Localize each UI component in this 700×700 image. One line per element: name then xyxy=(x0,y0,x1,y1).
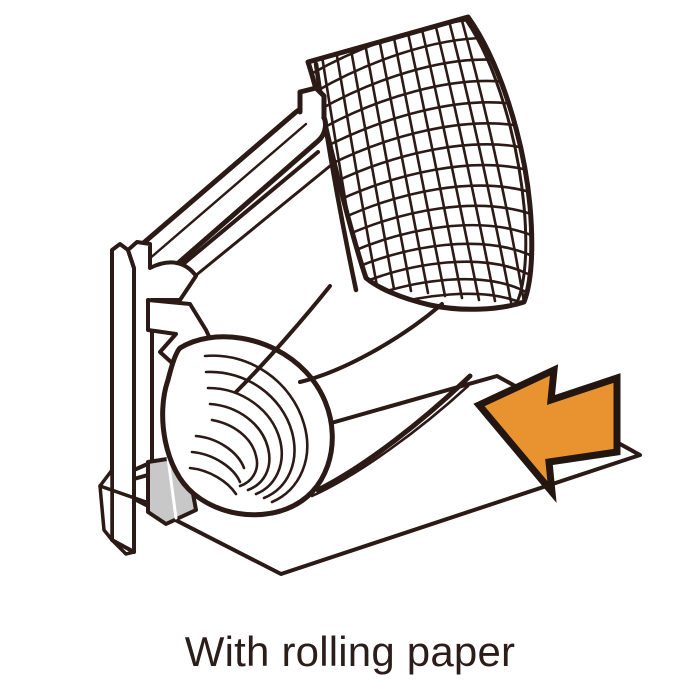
grid-mesh xyxy=(308,17,532,310)
paper-roll xyxy=(160,284,473,518)
direction-arrow xyxy=(473,364,621,503)
grid-chart-paper xyxy=(305,14,535,312)
figure-caption: With rolling paper xyxy=(184,628,516,675)
